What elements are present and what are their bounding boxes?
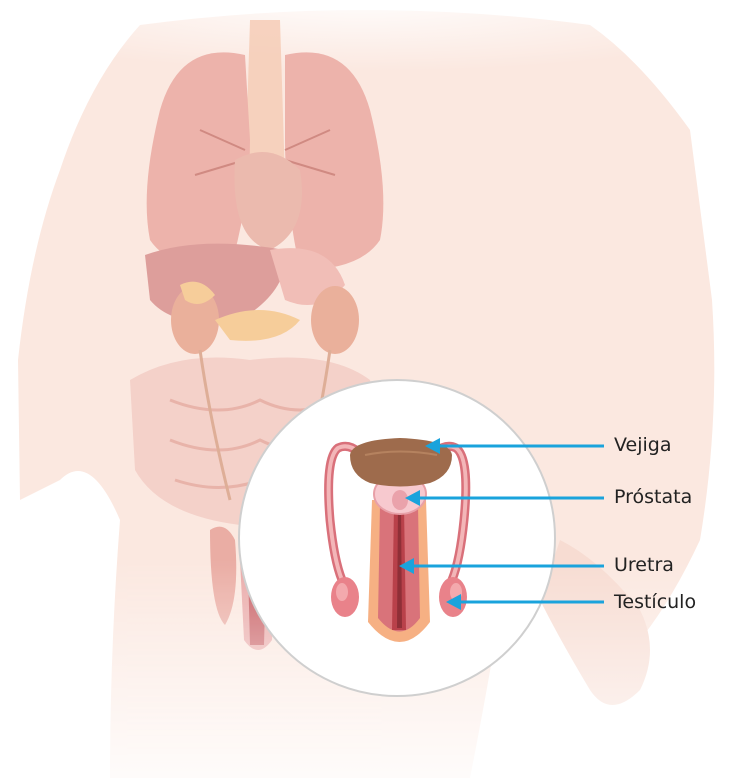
label-vejiga: Vejiga xyxy=(614,436,671,455)
label-uretra: Uretra xyxy=(614,556,674,575)
kidney-right xyxy=(311,286,359,354)
label-testiculo: Testículo xyxy=(614,593,696,612)
label-prostata: Próstata xyxy=(614,488,692,507)
